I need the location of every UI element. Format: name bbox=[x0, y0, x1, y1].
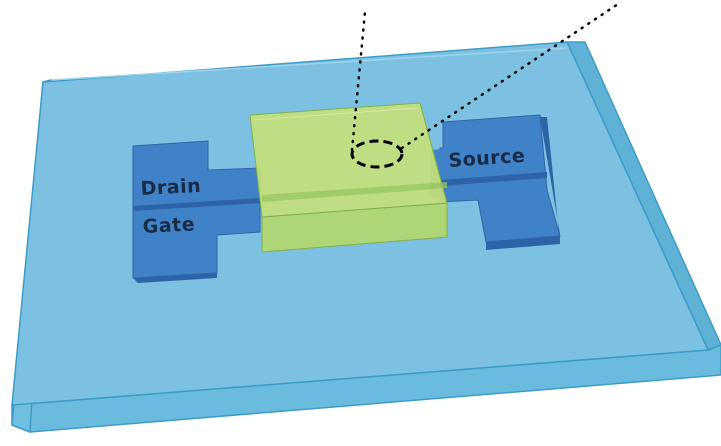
source-label: Source bbox=[448, 145, 526, 172]
channel-film bbox=[249, 102, 448, 253]
leader-line-left bbox=[350, 10, 367, 152]
source-divider bbox=[440, 172, 547, 186]
buried-channel bbox=[262, 182, 447, 202]
channel-film-highlight bbox=[251, 107, 419, 121]
drain-gate-divider bbox=[133, 198, 260, 211]
substrate-rim-highlight bbox=[50, 47, 568, 81]
drain-gate-pad bbox=[132, 140, 261, 283]
gate-label: Gate bbox=[142, 213, 195, 238]
drain-gate-pad-top bbox=[132, 140, 261, 279]
source-pad-front-face bbox=[486, 236, 560, 250]
annotation bbox=[350, 2, 620, 169]
drain-label: Drain bbox=[140, 175, 202, 200]
source-pad bbox=[430, 114, 561, 250]
leader-line-right bbox=[400, 2, 620, 150]
region-of-interest-marker bbox=[350, 139, 404, 169]
drain-gate-pad-bottom bbox=[133, 273, 217, 283]
